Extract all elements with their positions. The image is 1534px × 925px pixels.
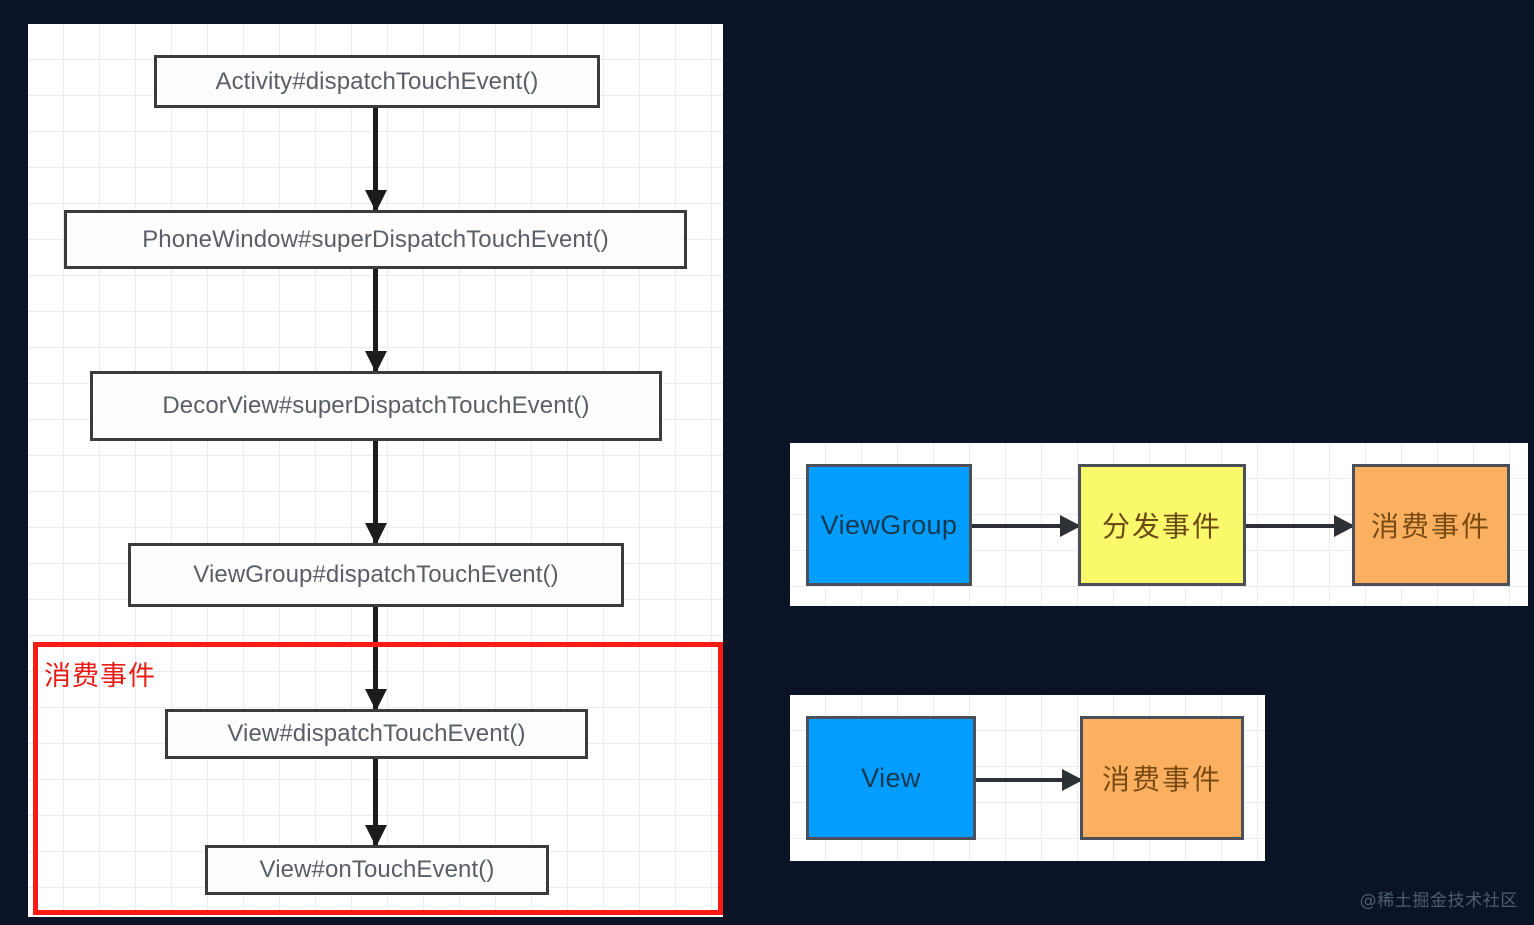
edge-viewgroup-to-view-dispatch [373,607,378,709]
watermark: @稀土掘金技术社区 [1359,891,1518,911]
edge-view-dispatch-to-view-ontouch [373,759,378,845]
flow-node-viewgroup-dispatch-touch-event[interactable]: ViewGroup#dispatchTouchEvent() [128,543,624,607]
block-consume-event-top[interactable]: 消费事件 [1352,464,1510,586]
flow-node-decorview-super-dispatch-touch-event[interactable]: DecorView#superDispatchTouchEvent() [90,371,662,441]
flowchart-canvas: 消费事件 Activity#dispatchTouchEvent() Phone… [28,24,723,917]
block-consume-event-bottom[interactable]: 消费事件 [1080,716,1244,840]
consume-event-region-label: 消费事件 [44,661,156,692]
flow-node-view-dispatch-touch-event[interactable]: View#dispatchTouchEvent() [165,709,588,759]
edge-decorview-to-viewgroup [373,441,378,543]
edge-phonewindow-to-decorview [373,269,378,371]
viewgroup-diagram-canvas: ViewGroup 分发事件 消费事件 [790,443,1528,606]
arrow-view-to-consume [976,778,1081,782]
block-dispatch-event[interactable]: 分发事件 [1078,464,1246,586]
consume-event-highlight-region [33,642,723,915]
view-diagram-canvas: View 消费事件 [790,695,1265,861]
block-view[interactable]: View [806,716,976,840]
flow-node-phonewindow-super-dispatch-touch-event[interactable]: PhoneWindow#superDispatchTouchEvent() [64,210,687,269]
block-viewgroup-label: ViewGroup [820,509,958,540]
arrow-dispatch-to-consume [1246,524,1353,528]
block-viewgroup[interactable]: ViewGroup [806,464,972,586]
block-dispatch-event-label: 分发事件 [1101,510,1222,543]
block-consume-event-top-label: 消费事件 [1370,510,1491,543]
block-view-label: View [861,762,921,793]
flow-node-view-on-touch-event[interactable]: View#onTouchEvent() [205,845,549,895]
flow-node-activity-dispatch-touch-event[interactable]: Activity#dispatchTouchEvent() [154,55,600,108]
block-consume-event-bottom-label: 消费事件 [1101,763,1222,796]
arrow-viewgroup-to-dispatch [972,524,1079,528]
edge-activity-to-phonewindow [373,108,378,210]
